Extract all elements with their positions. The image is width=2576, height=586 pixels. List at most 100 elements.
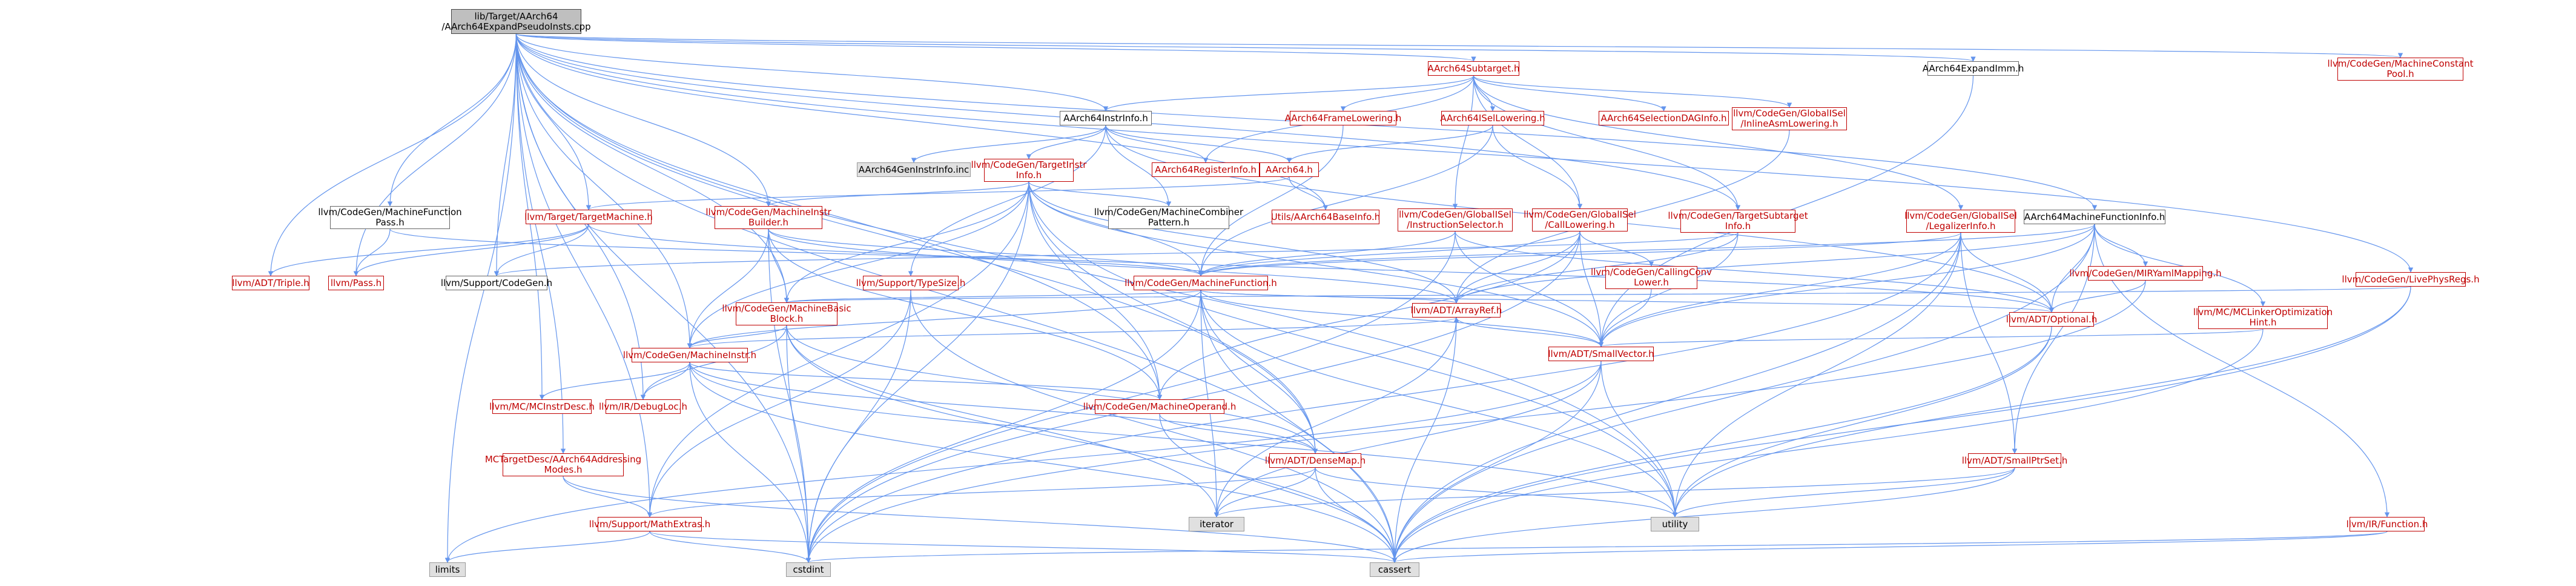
node-livephysregs[interactable]: llvm/CodeGen/LivePhysRegs.h (2342, 272, 2480, 287)
edge-mathextras-to-cstdint (649, 531, 811, 563)
edge-machineinstr-to-cstdint (689, 362, 811, 563)
edge-densemap-to-iterator (1214, 467, 1316, 518)
node-triple[interactable]: llvm/ADT/Triple.h (232, 276, 309, 290)
edge-moperand-to-cassert (1159, 413, 1398, 563)
edge-calllowering-to-moperand (1157, 231, 1580, 400)
edge-aarch64h-to-targetmachine (586, 176, 1290, 210)
edge-mclinkeropt-to-cassert (1392, 328, 2264, 563)
edge-subtarget-to-instrselector (1452, 75, 1475, 209)
node-targetsubtarget[interactable]: llvm/CodeGen/TargetSubtarget Info.h (1668, 210, 1808, 233)
node-isellowering[interactable]: AArch64ISelLowering.h (1440, 111, 1545, 125)
edge-mbb-to-cassert (786, 325, 1398, 563)
node-moperand[interactable]: llvm/CodeGen/MachineOperand.h (1083, 399, 1236, 414)
edge-calllowering-to-callingconv (1579, 231, 1654, 267)
node-optional[interactable]: llvm/ADT/Optional.h (2006, 312, 2097, 327)
edge-mfinfo-to-smallptrset (2012, 224, 2095, 454)
edge-mfpass-to-mf (389, 228, 1203, 276)
edge-mathextras-to-cassert (649, 531, 1397, 563)
node-smallvector[interactable]: llvm/ADT/SmallVector.h (1548, 347, 1654, 361)
edge-smallvector-to-iterator (1214, 361, 1602, 518)
edge-root-to-instrinfo (515, 33, 1109, 112)
edge-calllowering-to-mf (1198, 231, 1580, 276)
edge-legalizerinfo-to-optional (1960, 232, 2055, 313)
edge-root-to-constpool (515, 33, 2402, 58)
node-mib[interactable]: llvm/CodeGen/MachineInstr Builder.h (705, 206, 831, 229)
node-aarch64h[interactable]: AArch64.h (1260, 162, 1319, 177)
edge-irfunction-to-cassert (1392, 531, 2388, 563)
node-arrayref[interactable]: llvm/ADT/ArrayRef.h (1411, 303, 1502, 318)
node-machineinstr[interactable]: llvm/CodeGen/MachineInstr.h (623, 348, 756, 362)
edge-mfinfo-to-cassert (1392, 224, 2095, 563)
edge-mirymlmapping-to-cstdint (805, 280, 2146, 563)
edge-livephysregs-to-mbb (785, 286, 2411, 303)
edge-subtarget-to-legalizerinfo (1473, 75, 1964, 210)
edge-mf-to-utility (1200, 290, 1678, 518)
edge-targetmachine-to-codegen (494, 224, 589, 276)
edge-smallptrset-to-iterator (1214, 467, 2015, 518)
node-targetinstr[interactable]: llvm/CodeGen/TargetInstr Info.h (971, 159, 1087, 182)
edge-callingconv-to-smallvector (1598, 288, 1652, 347)
node-debugloc[interactable]: llvm/IR/DebugLoc.h (599, 399, 687, 414)
node-smallptrset[interactable]: llvm/ADT/SmallPtrSet.h (1962, 453, 2067, 468)
node-addrmodes[interactable]: MCTargetDesc/AArch64Addressing Modes.h (484, 453, 642, 476)
node-callingconv[interactable]: llvm/CodeGen/CallingConv Lower.h (1591, 266, 1712, 289)
edge-mf-to-cstdint (805, 290, 1201, 563)
edge-root-to-codegen (494, 33, 517, 276)
node-framelowering[interactable]: AArch64FrameLowering.h (1285, 111, 1401, 125)
edge-calllowering-to-smallvector (1579, 231, 1604, 347)
node-subtarget[interactable]: AArch64Subtarget.h (1427, 61, 1520, 76)
edge-optional-to-utility (1672, 326, 2052, 518)
node-mf[interactable]: llvm/CodeGen/MachineFunction.h (1125, 276, 1277, 290)
edge-root-to-subtarget (515, 33, 1476, 62)
edge-legalizerinfo-to-utility (1672, 232, 1961, 518)
node-calllowering[interactable]: llvm/CodeGen/GlobalISel /CallLowering.h (1524, 208, 1636, 231)
node-irfunction[interactable]: llvm/IR/Function.h (2346, 517, 2428, 531)
edge-targetinstr-to-utility (1028, 181, 1678, 518)
node-baseinfo[interactable]: Utils/AArch64BaseInfo.h (1271, 210, 1380, 224)
edge-densemap-to-utility (1315, 467, 1678, 518)
node-mirymlmapping[interactable]: llvm/CodeGen/MIRYamlMapping.h (2069, 266, 2222, 281)
edge-targetinstr-to-combiner (1028, 181, 1172, 207)
node-targetmachine[interactable]: llvm/Target/TargetMachine.h (524, 210, 653, 224)
edge-root-to-triple (268, 33, 517, 276)
node-mclinkeropt[interactable]: llvm/MC/MCLinkerOptimization Hint.h (2193, 306, 2333, 329)
node-mcinstrdesc[interactable]: llvm/MC/MCInstrDesc.h (489, 399, 595, 414)
edge-targetsubtarget-to-arrayref (1453, 232, 1739, 304)
edge-instrinfo-to-aarch64h (1105, 125, 1292, 163)
edge-machineinstr-to-cassert (689, 362, 1398, 563)
node-densemap[interactable]: llvm/ADT/DenseMap.h (1265, 453, 1366, 468)
edge-mf-to-machineinstr (687, 290, 1201, 348)
edge-typesize-to-cassert (910, 290, 1398, 563)
node-mbb[interactable]: llvm/CodeGen/MachineBasic Block.h (722, 302, 851, 325)
node-reginfo[interactable]: AArch64RegisterInfo.h (1152, 162, 1260, 177)
node-codegen: llvm/Support/CodeGen.h (441, 276, 552, 290)
edge-targetinstr-to-machineinstr (687, 181, 1029, 348)
node-legalizerinfo[interactable]: llvm/CodeGen/GlobalISel /LegalizerInfo.h (1904, 210, 2017, 233)
node-cstdint: cstdint (786, 562, 831, 577)
edge-subtarget-to-targetsubtarget (1473, 75, 1741, 210)
edge-machineinstr-to-mcinstrdesc (539, 362, 690, 400)
node-constpool[interactable]: llvm/CodeGen/MachineConstant Pool.h (2327, 58, 2474, 81)
edge-mbb-to-debugloc (640, 325, 787, 400)
edge-aarch64h-to-baseinfo (1289, 176, 1329, 210)
edge-targetsubtarget-to-smallvector (1598, 232, 1739, 347)
node-seldag[interactable]: AArch64SelectionDAGInfo.h (1599, 111, 1729, 125)
edge-subtarget-to-seldag (1473, 75, 1666, 112)
node-inlineasm[interactable]: llvm/CodeGen/GlobalISel /InlineAsmLoweri… (1732, 107, 1847, 130)
node-instrselector[interactable]: llvm/CodeGen/GlobalISel /InstructionSele… (1398, 208, 1513, 231)
edge-targetmachine-to-triple (268, 224, 589, 276)
node-mathextras[interactable]: llvm/Support/MathExtras.h (589, 517, 710, 531)
edge-targetinstr-to-moperand (1028, 181, 1163, 400)
edge-targetmachine-to-pass (353, 224, 589, 276)
edge-root-to-limits (444, 33, 517, 563)
edge-mf-to-optional (1200, 290, 2054, 313)
node-typesize[interactable]: llvm/Support/TypeSize.h (856, 276, 965, 290)
edge-mfinfo-to-mf (1198, 224, 2095, 276)
edge-instrinfo-to-targetinstr (1026, 125, 1106, 159)
edge-instrinfo-to-combiner (1105, 125, 1172, 207)
edge-mfinfo-to-mirymlmapping (2094, 224, 2148, 267)
node-pass[interactable]: llvm/Pass.h (328, 276, 384, 290)
edge-mib-to-moperand (768, 228, 1163, 400)
node-instrinfo: AArch64InstrInfo.h (1060, 111, 1152, 125)
